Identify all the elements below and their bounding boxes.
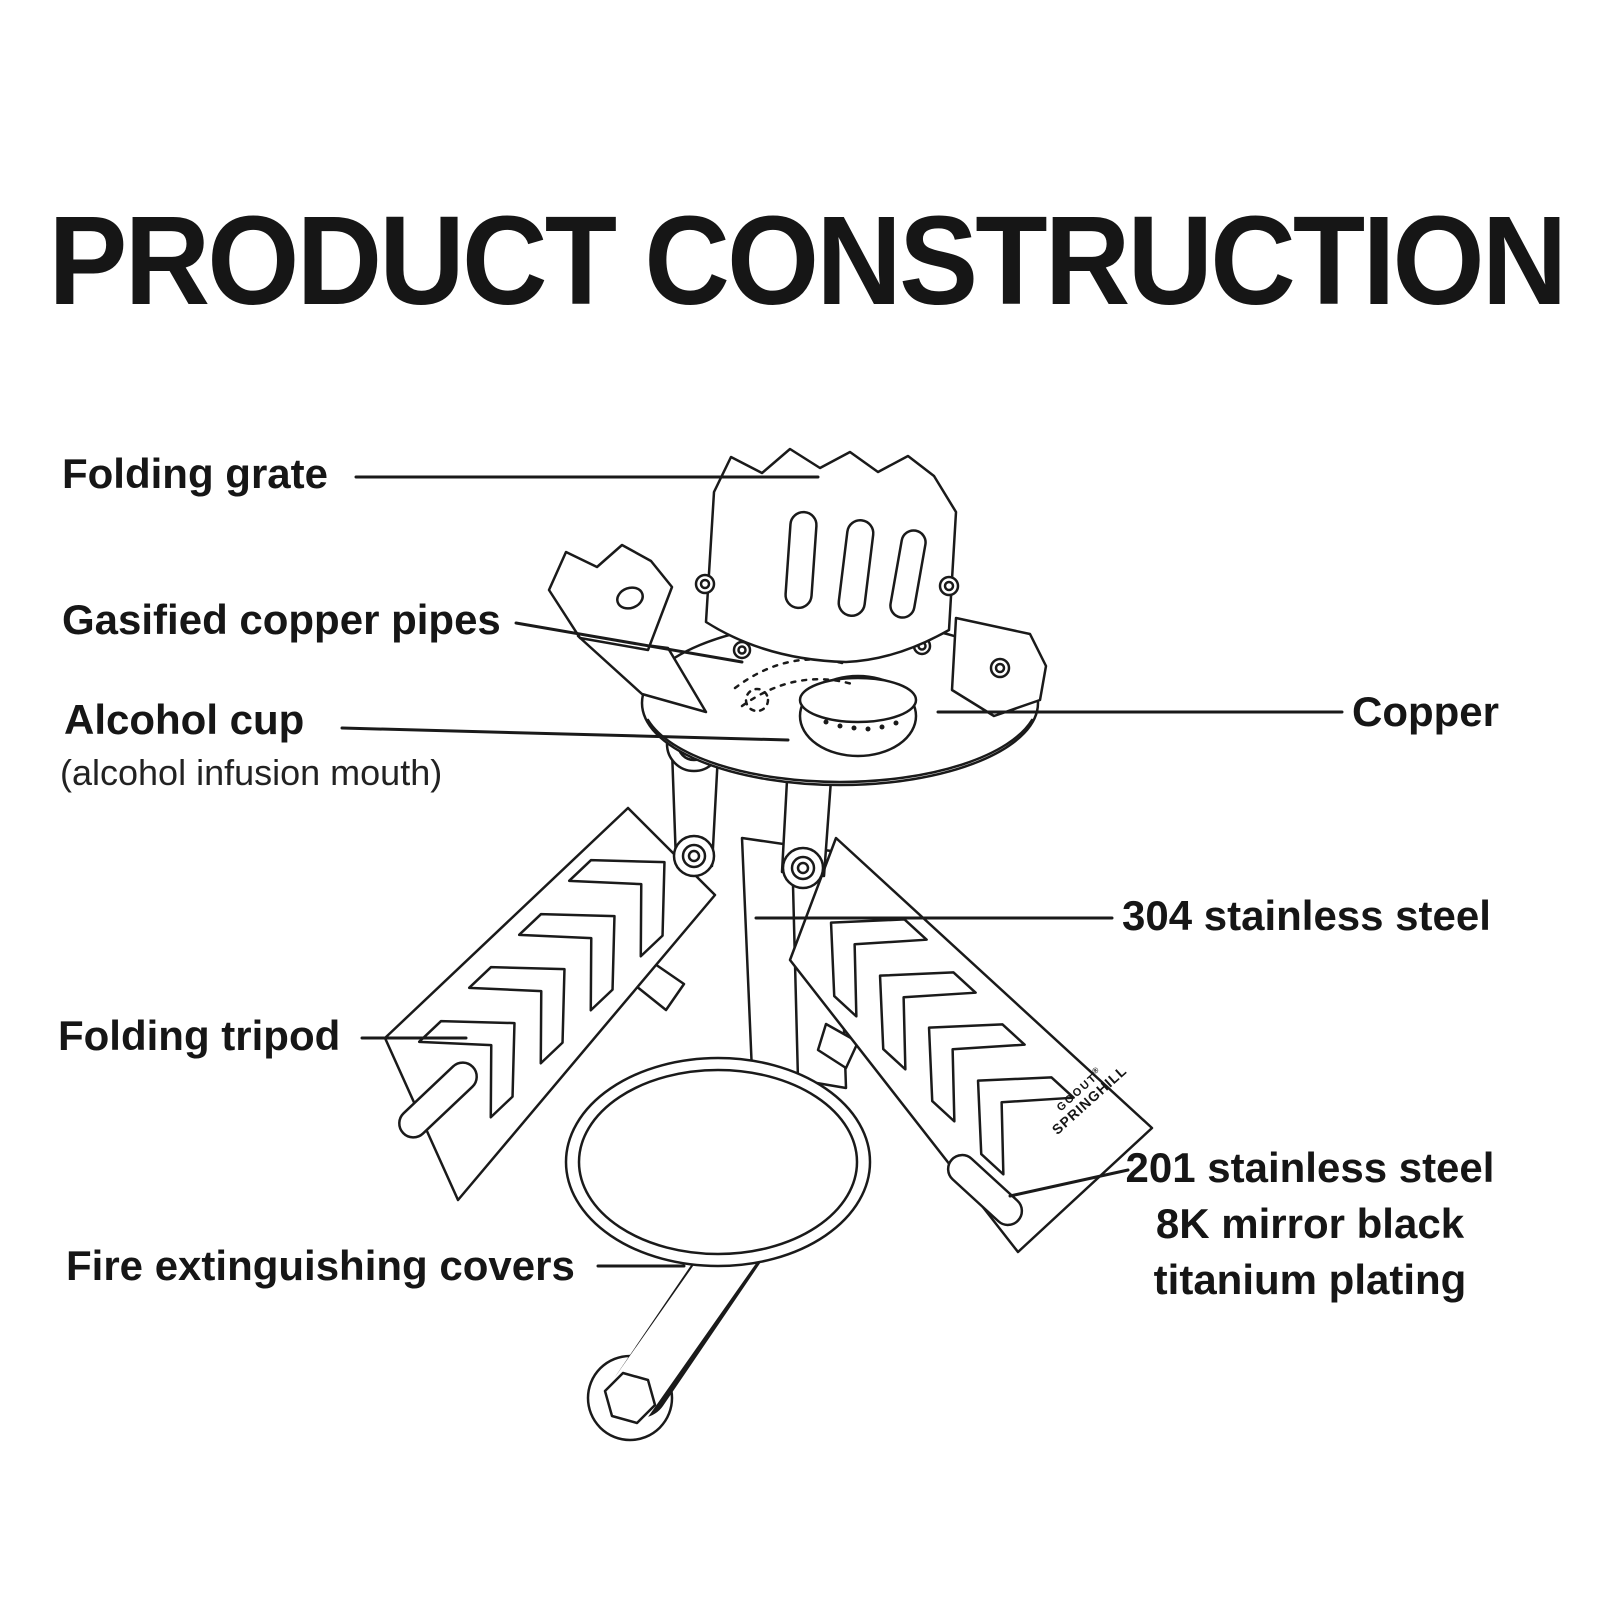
- label-gasified-copper-pipes: Gasified copper pipes: [62, 596, 501, 643]
- folding-grate-drawing: [694, 447, 960, 664]
- leader-alcohol-cup: [340, 726, 790, 742]
- label-304-stainless-steel: 304 stainless steel: [1122, 892, 1491, 939]
- label-201-line3: titanium plating: [1153, 1256, 1467, 1303]
- label-201-line2: 8K mirror black: [1155, 1200, 1465, 1247]
- folded-grate-segment-drawing: [547, 543, 708, 714]
- burner-plate-drawing: [640, 616, 1048, 787]
- label-201-line1: 201 stainless steel: [1125, 1144, 1495, 1191]
- leader-gasified-pipes: [514, 621, 744, 664]
- label-alcohol-cup: Alcohol cup: [64, 696, 305, 743]
- label-201-stainless-steel: 201 stainless steel 8K mirror black tita…: [1108, 1140, 1512, 1308]
- page-title: PRODUCT CONSTRUCTION: [48, 190, 1567, 332]
- label-folding-tripod: Folding tripod: [58, 1012, 341, 1059]
- leader-201-steel: [1008, 1168, 1130, 1198]
- leader-lines: [340, 475, 1344, 1268]
- label-alcohol-cup-sub: (alcohol infusion mouth): [60, 752, 443, 793]
- fire-cover-drawing: [564, 1056, 872, 1442]
- label-folding-grate: Folding grate: [62, 450, 328, 497]
- label-fire-extinguishing-covers: Fire extinguishing covers: [66, 1242, 575, 1289]
- label-copper: Copper: [1352, 688, 1499, 735]
